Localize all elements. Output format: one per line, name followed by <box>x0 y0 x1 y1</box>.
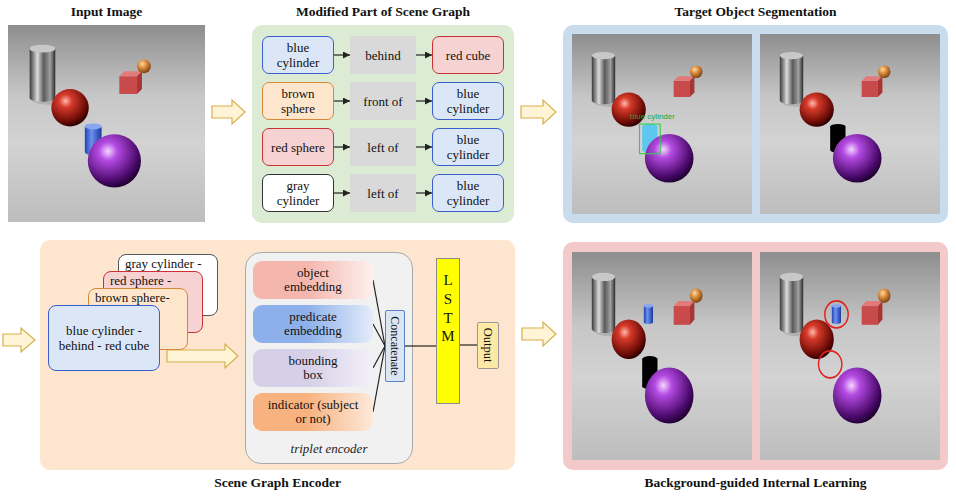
connector-line <box>373 346 385 412</box>
connector-line <box>416 54 432 55</box>
moved-blue-cylinder <box>832 304 841 324</box>
purple-sphere <box>833 367 882 423</box>
node-label: predicate embedding <box>276 310 350 338</box>
node-label: blue cylinder <box>265 40 331 70</box>
panel-heading: Input Image <box>8 4 205 20</box>
embedding-box: predicate embedding <box>253 305 373 343</box>
node-label: red sphere <box>265 140 331 155</box>
connector-line <box>460 344 477 345</box>
object-box: blue cylinder <box>432 82 504 120</box>
connector-line <box>373 280 385 346</box>
node-label: behind <box>353 48 413 63</box>
segmentation-image <box>572 34 752 214</box>
embedding-box: indicator (subject or not) <box>253 393 373 431</box>
mask-image <box>760 34 940 214</box>
node-label: brown sphere- <box>89 290 187 305</box>
scene <box>572 252 752 460</box>
object-box: brown sphere <box>262 82 334 120</box>
scene <box>8 25 205 222</box>
highlight-circle <box>825 301 848 328</box>
node-label: Concatenate <box>388 316 402 375</box>
highlight-circle <box>819 351 842 378</box>
purple-sphere <box>88 134 141 187</box>
connector-line <box>373 324 385 346</box>
triplet-card: blue cylinder - behind - red cube <box>48 305 160 371</box>
connector-layer <box>167 55 556 412</box>
output-box: Output <box>477 322 499 369</box>
flow-arrow <box>522 322 556 346</box>
node-label: brown sphere <box>265 86 331 116</box>
flow-arrow <box>521 100 556 124</box>
predicate-box: left of <box>350 128 416 166</box>
connector-line <box>416 100 432 101</box>
object-box: blue cylinder <box>432 128 504 166</box>
node-label: gray cylinder - <box>119 256 217 271</box>
input-image <box>8 25 205 222</box>
panel-heading: Target Object Segmentation <box>563 4 948 20</box>
node-label: red cube <box>435 48 501 63</box>
purple-sphere <box>833 134 882 183</box>
predicate-box: left of <box>350 174 416 212</box>
node-label: front of <box>353 94 413 109</box>
flow-arrow <box>3 328 35 352</box>
moved-blue-cylinder <box>644 304 653 324</box>
scene-graph-panel: Modified Part of Scene Graphblue cylinde… <box>252 25 514 223</box>
triplet-encoder-box: triplet encoder object embedding predicate… <box>245 252 413 464</box>
purple-sphere <box>645 134 694 183</box>
node-label: object embedding <box>276 266 350 294</box>
connector-line <box>334 192 350 193</box>
embedding-box: bounding box <box>253 349 373 387</box>
connector-line <box>416 146 432 147</box>
object-box: blue cylinder <box>432 174 504 212</box>
connector-line <box>416 192 432 193</box>
panel-heading: Background-guided Internal Learning <box>563 475 948 491</box>
scene <box>760 34 940 214</box>
node-label: red sphere - <box>104 273 202 288</box>
object-box: red sphere <box>262 128 334 166</box>
scene <box>572 34 752 214</box>
result-image <box>760 252 940 460</box>
node-label: gray cylinder <box>265 178 331 208</box>
node-label: LSTM <box>441 271 456 346</box>
connector-line <box>334 146 350 147</box>
predicate-box: front of <box>350 82 416 120</box>
connector-line <box>405 345 436 346</box>
lstm-bar: LSTM <box>436 258 460 404</box>
node-label: indicator (subject or not) <box>261 398 365 426</box>
embedding-box: object embedding <box>253 261 373 299</box>
object-box: blue cylinder <box>262 36 334 74</box>
node-label: blue cylinder <box>435 132 501 162</box>
node-label: blue cylinder <box>435 86 501 116</box>
encoder-caption: triplet encoder <box>246 441 412 456</box>
edited-image <box>572 252 752 460</box>
node-label: bounding box <box>282 354 344 382</box>
predicate-box: behind <box>350 36 416 74</box>
detection-label: blue cylinder <box>630 112 675 121</box>
panel-heading: Modified Part of Scene Graph <box>252 4 514 20</box>
detection-box <box>640 124 661 154</box>
node-label: left of <box>353 140 413 155</box>
purple-sphere <box>645 367 694 423</box>
node-label: blue cylinder - behind - red cube <box>49 323 159 353</box>
connector-line <box>334 100 350 101</box>
flow-arrow <box>212 100 245 124</box>
node-label: left of <box>353 186 413 201</box>
node-label: blue cylinder <box>435 178 501 208</box>
object-box: red cube <box>432 36 504 74</box>
concatenate-box: Concatenate <box>385 310 405 382</box>
encoder-panel: Scene Graph Encodergray cylinder -red sp… <box>40 240 515 470</box>
panel-heading: Scene Graph Encoder <box>40 475 515 491</box>
flow-arrow <box>167 344 238 368</box>
scene <box>760 252 940 460</box>
object-box: gray cylinder <box>262 174 334 212</box>
node-label: Output <box>481 328 495 363</box>
connector-line <box>334 54 350 55</box>
